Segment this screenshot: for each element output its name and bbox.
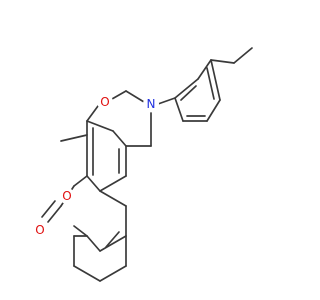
atom-oxygen-lactone-label: O [62, 189, 71, 203]
bond [112, 130, 127, 147]
bond [99, 190, 127, 207]
molecule-structure-diagram: O N O O [32, 47, 253, 282]
bond [197, 59, 212, 80]
bond [86, 235, 101, 252]
bond [99, 265, 127, 282]
atom-oxygen-ether: O [97, 94, 113, 110]
atom-oxygen-lactone: O [59, 188, 75, 204]
atom-oxygen-carbonyl-label: O [35, 223, 44, 237]
bond-layer [41, 47, 253, 282]
atom-label-layer: O N O O [32, 94, 159, 238]
atom-oxygen-carbonyl: O [32, 222, 48, 238]
bond [174, 97, 184, 122]
bond [233, 47, 253, 64]
bond [47, 205, 62, 223]
bond [125, 90, 145, 103]
bond [86, 175, 101, 192]
bond [41, 200, 56, 218]
bond [73, 265, 101, 282]
bond [206, 67, 215, 100]
bond [73, 225, 88, 237]
atom-nitrogen: N [143, 96, 159, 112]
bond [86, 120, 114, 132]
bond [111, 90, 127, 100]
bond [105, 231, 120, 248]
bond [86, 105, 99, 122]
bond [99, 235, 127, 252]
bond [73, 175, 88, 187]
atom-oxygen-ether-label: O [100, 95, 109, 109]
bond [99, 175, 127, 192]
bond [210, 59, 221, 101]
bond [174, 78, 199, 99]
bond [210, 59, 235, 64]
bond [206, 99, 221, 122]
atom-nitrogen-label: N [147, 97, 156, 111]
bond [180, 85, 197, 101]
bond [60, 134, 88, 142]
bond [157, 97, 176, 105]
